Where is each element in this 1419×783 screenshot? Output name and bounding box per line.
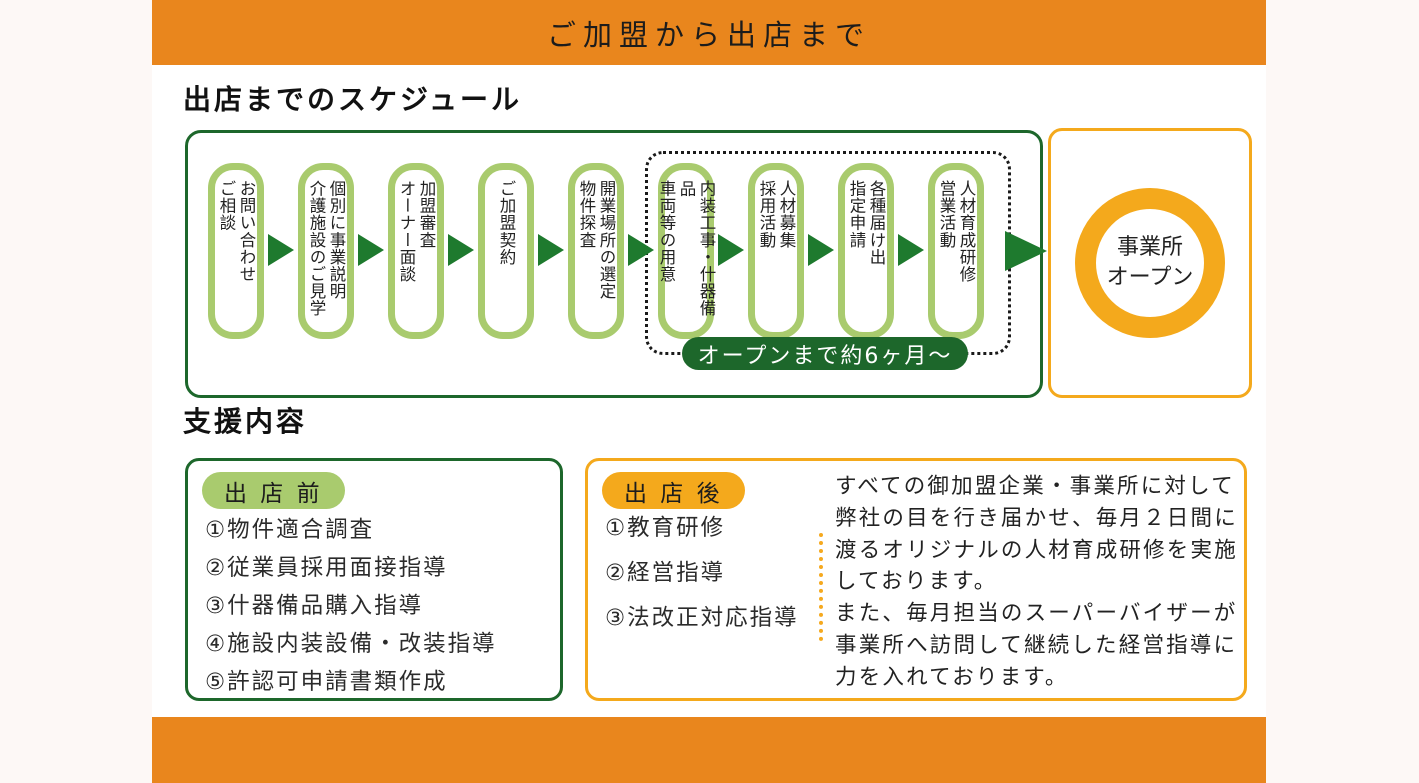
flow-step-inquiry: お問い合わせ ご相談 [208,163,264,339]
flow-step-label: 内装工事・什器備品 車両等の用意 [657,180,716,317]
flow-step-label: お問い合わせ ご相談 [217,180,256,283]
schedule-heading: 出店までのスケジュール [183,83,523,116]
goal-box: 事業所 オープン [1048,128,1252,398]
list-item: ①教育研修 [605,515,726,541]
flow-arrow-icon [538,234,564,266]
flow-arrow-icon [898,234,924,266]
list-item: ④施設内装設備・改装指導 [205,631,497,657]
flow-step-screening: 加盟審査 オーナー面談 [388,163,444,339]
list-item: ①物件適合調査 [205,517,375,543]
list-item: ②経営指導 [605,560,726,586]
before-opening-box: 出 店 前 ①物件適合調査 ②従業員採用面接指導 ③什器備品購入指導 ④施設内装… [185,458,563,701]
before-opening-badge: 出 店 前 [202,472,345,509]
after-opening-description: すべての御加盟企業・事業所に対して 弊社の目を行き届かせ、毎月２日間に 渡るオリ… [835,474,1238,690]
flow-step-briefing: 個別に事業説明 介護施設のご見学 [298,163,354,339]
list-item: ③法改正対応指導 [605,605,799,631]
after-opening-list: ①教育研修 ②経営指導 ③法改正対応指導 [605,517,799,652]
list-item: ③什器備品購入指導 [205,593,424,619]
flow-arrow-icon [628,234,654,266]
before-opening-list: ①物件適合調査 ②従業員採用面接指導 ③什器備品購入指導 ④施設内装設備・改装指… [205,519,497,709]
page-title: ご加盟から出店まで [546,17,871,52]
content-canvas: ご加盟から出店まで 出店までのスケジュール オープンまで約6ヶ月〜 お問い合わせ… [152,0,1266,783]
open-circle-icon: 事業所 オープン [1075,188,1225,338]
flow-step-label: 開業場所の選定 物件探査 [577,180,616,300]
milestone-label: オープンまで約6ヶ月〜 [682,337,968,370]
flow-step-site-selection: 開業場所の選定 物件探査 [568,163,624,339]
flow-arrow-icon [268,234,294,266]
flow-step-training: 人材育成研修 営業活動 [928,163,984,339]
flow-step-label: 人材募集 採用活動 [757,180,796,249]
list-item: ⑤許認可申請書類作成 [205,669,448,695]
after-opening-box: 出 店 後 ①教育研修 ②経営指導 ③法改正対応指導 すべての御加盟企業・事業所… [585,458,1247,701]
flow-step-label: 個別に事業説明 介護施設のご見学 [307,180,346,317]
flow-arrow-icon [718,234,744,266]
flow-step-interior-work: 内装工事・什器備品 車両等の用意 [657,163,716,339]
flow-arrow-icon [358,234,384,266]
list-item: ②従業員採用面接指導 [205,555,448,581]
flow-step-label: ご加盟契約 [497,180,516,266]
footer-bar [152,717,1266,783]
flow-step-label: 各種届け出 指定申請 [847,180,886,266]
flow-arrow-icon [448,234,474,266]
flow-arrow-icon [808,234,834,266]
header-bar: ご加盟から出店まで [152,0,1266,65]
flow-step-recruiting: 人材募集 採用活動 [748,163,804,339]
flow-step-contract: ご加盟契約 [478,163,534,339]
flow-step-filings: 各種届け出 指定申請 [838,163,894,339]
flow-step-label: 加盟審査 オーナー面談 [397,180,436,283]
after-opening-badge: 出 店 後 [602,472,745,509]
support-heading: 支援内容 [183,405,308,438]
flow-step-label: 人材育成研修 営業活動 [937,180,976,283]
dotted-divider [819,533,823,641]
flow-arrow-final-icon [1005,231,1047,271]
goal-label: 事業所 オープン [1106,235,1194,290]
